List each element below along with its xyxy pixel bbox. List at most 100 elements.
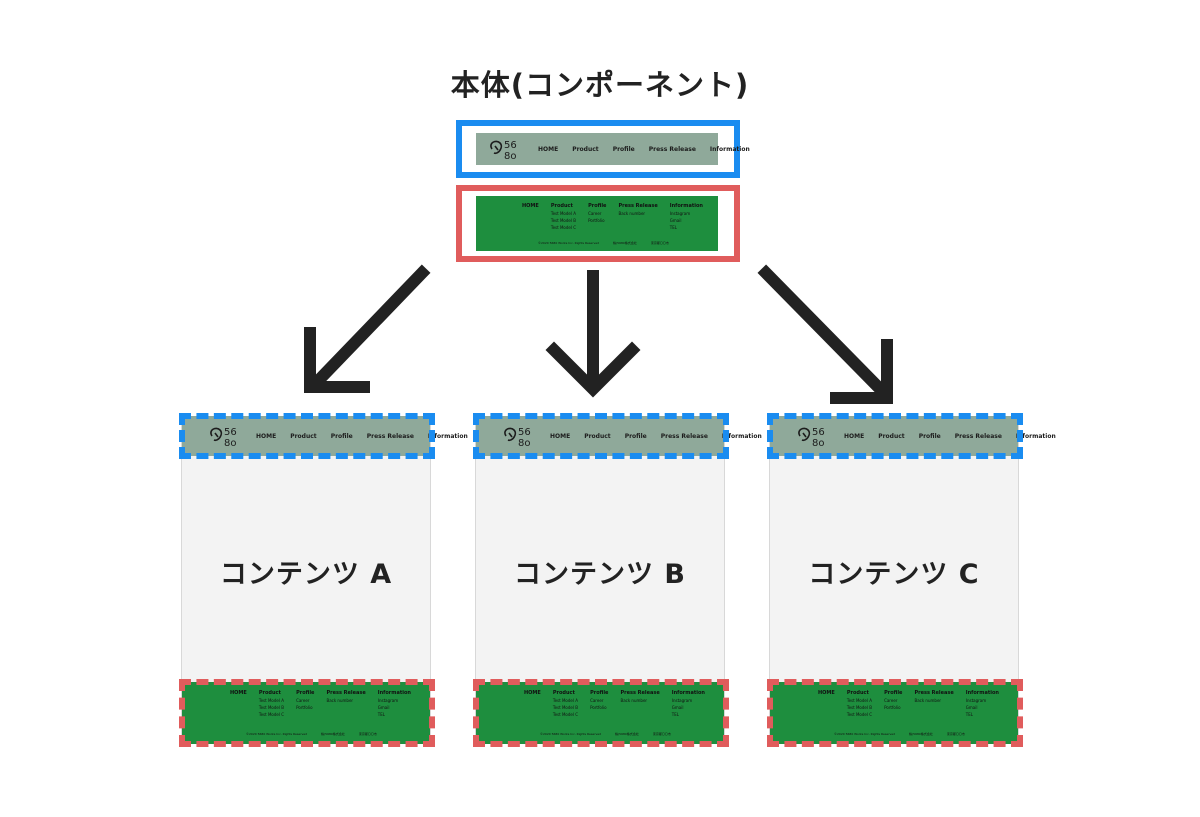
footer-column-heading[interactable]: Profile — [590, 690, 609, 696]
footer-column-heading[interactable]: Press Release — [914, 690, 954, 696]
nav-link[interactable]: Press Release — [660, 432, 708, 440]
header-nav: HOME Product Profile Press Release Informati… — [256, 433, 468, 440]
footer-link[interactable]: TEL — [671, 712, 679, 717]
nav-link[interactable]: Product — [290, 432, 317, 440]
footer-link[interactable]: TEL — [377, 712, 385, 717]
footer-link[interactable]: Back number — [914, 698, 942, 703]
svg-text:8o: 8o — [812, 438, 824, 448]
footer-column-heading[interactable]: Product — [846, 690, 869, 696]
footer-column-heading[interactable]: Information — [671, 690, 705, 696]
footer-column-heading[interactable]: Product — [258, 690, 281, 696]
footer-link[interactable]: Test Model C — [552, 712, 579, 717]
footer-link[interactable]: Test Model C — [550, 225, 577, 230]
footer-link[interactable]: Test Model A — [552, 698, 578, 703]
footer-column-heading[interactable]: Profile — [296, 690, 315, 696]
footer-column-heading[interactable]: Information — [669, 203, 703, 209]
footer-column-heading[interactable]: Profile — [884, 690, 903, 696]
nav-link[interactable]: Product — [878, 432, 905, 440]
footer-link[interactable]: TEL — [669, 225, 677, 230]
footer-link[interactable]: Gmail — [669, 218, 682, 223]
footer-link[interactable]: Test Model A — [258, 698, 284, 703]
nav-link[interactable]: Product — [572, 145, 599, 153]
nav-link[interactable]: HOME — [844, 432, 865, 440]
footer-link[interactable]: Portfolio — [590, 705, 607, 710]
header-nav: HOME Product Profile Press Release Informati… — [550, 433, 762, 440]
footer-link[interactable]: Instagram — [671, 698, 693, 703]
footer-column-heading[interactable]: Information — [965, 690, 999, 696]
footer-home-link[interactable]: HOME — [524, 690, 541, 696]
nav-link[interactable]: Profile — [624, 432, 647, 440]
nav-link[interactable]: Profile — [330, 432, 353, 440]
footer-column-heading[interactable]: Press Release — [620, 690, 660, 696]
footer-link[interactable]: Instagram — [377, 698, 399, 703]
footer-link[interactable]: Career — [884, 698, 898, 703]
footer-link[interactable]: Back number — [618, 211, 646, 216]
footer-link[interactable]: TEL — [965, 712, 973, 717]
footer-home-link[interactable]: HOME — [818, 690, 835, 696]
nav-link[interactable]: Profile — [612, 145, 635, 153]
nav-link[interactable]: HOME — [256, 432, 277, 440]
footer-dashed-frame — [767, 679, 1023, 747]
footer-link[interactable]: Portfolio — [884, 705, 901, 710]
footer-link[interactable]: Gmail — [965, 705, 978, 710]
footer-link[interactable]: Instagram — [965, 698, 987, 703]
footer-column-heading[interactable]: Product — [552, 690, 575, 696]
footer-link[interactable]: Test Model C — [846, 712, 873, 717]
footer-home-link[interactable]: HOME — [522, 203, 539, 209]
footer-home-link[interactable]: HOME — [230, 690, 247, 696]
footer-link[interactable]: Career — [588, 211, 602, 216]
footer-link[interactable]: Portfolio — [296, 705, 313, 710]
nav-link[interactable]: Press Release — [648, 145, 696, 153]
address: 東京都〇〇市 — [946, 732, 965, 736]
footer-link[interactable]: Test Model A — [846, 698, 872, 703]
nav-link[interactable]: Press Release — [366, 432, 414, 440]
footer-column-heading[interactable]: Press Release — [326, 690, 366, 696]
svg-text:8o: 8o — [224, 438, 236, 448]
footer-link[interactable]: Instagram — [669, 211, 691, 216]
nav-link[interactable]: Press Release — [954, 432, 1002, 440]
footer-link[interactable]: Gmail — [377, 705, 390, 710]
footer-link[interactable]: Career — [296, 698, 310, 703]
header-nav: HOME Product Profile Press Release Informati… — [538, 146, 750, 153]
footer-link[interactable]: Back number — [620, 698, 648, 703]
footer-link[interactable]: Test Model B — [552, 705, 579, 710]
footer-link[interactable]: Test Model A — [550, 211, 576, 216]
company-name: 株)5680株式会社 — [321, 732, 345, 736]
footer-column-heading[interactable]: Information — [377, 690, 411, 696]
nav-link[interactable]: Information — [709, 145, 750, 153]
footer-link[interactable]: Test Model B — [258, 705, 285, 710]
nav-link[interactable]: Information — [721, 432, 762, 440]
footer-link[interactable]: Test Model B — [550, 218, 577, 223]
nav-link[interactable]: HOME — [538, 145, 559, 153]
footer-link[interactable]: Test Model B — [846, 705, 873, 710]
nav-link[interactable]: Information — [427, 432, 468, 440]
footer-link[interactable]: Back number — [326, 698, 354, 703]
nav-link[interactable]: Product — [584, 432, 611, 440]
nav-link[interactable]: Profile — [918, 432, 941, 440]
nav-link[interactable]: Information — [1015, 432, 1056, 440]
footer-link[interactable]: Career — [590, 698, 604, 703]
footer-column-heading[interactable]: Press Release — [618, 203, 658, 209]
footer-column-heading[interactable]: Product — [550, 203, 573, 209]
footer-link[interactable]: Portfolio — [588, 218, 605, 223]
nav-link[interactable]: HOME — [550, 432, 571, 440]
footer-column-heading[interactable]: Profile — [588, 203, 607, 209]
footer-link[interactable]: Gmail — [671, 705, 684, 710]
footer-link[interactable]: Test Model C — [258, 712, 285, 717]
diagram-title: 本体(コンポーネント) — [450, 68, 750, 102]
